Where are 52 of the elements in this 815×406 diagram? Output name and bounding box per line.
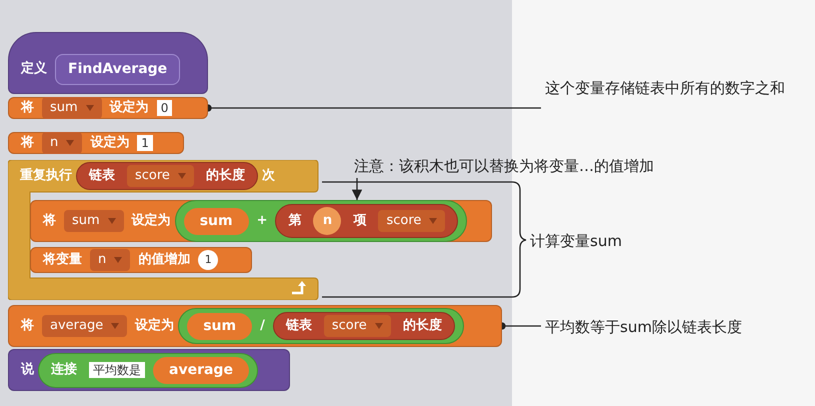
variable-dropdown: score [324,315,391,337]
annotation-text: 这个变量存储链表中所有的数字之和 [545,78,789,98]
block-label: 次 [260,167,276,186]
variable-dropdown: average [42,315,128,337]
block-label: 设定为 [89,134,130,152]
variable-reporter: average [153,356,249,384]
set-block [8,132,184,154]
block-label: 链表 [284,317,313,336]
block-label: 将 [20,99,35,118]
value-field: 平均数是 [89,362,145,378]
block-label: 项 [352,212,368,230]
block-label: 第 [287,212,302,230]
variable-dropdown: score [378,210,446,232]
value-field: 0 [156,100,172,116]
block-label: 链表 [88,167,116,186]
variable-dropdown: score [127,165,194,187]
block-label: 将变量 [42,250,83,270]
annotation-text: 计算变量sum [530,231,622,252]
variable-reporter: sum [184,208,249,234]
variable-dropdown: sum [64,210,124,232]
annotation-text: 注意：该积木也可以替换为将变量…的值增加 [354,156,754,176]
block-label: 的值增加 [137,251,192,270]
value-field: 1 [137,135,153,151]
variable-reporter: n [313,207,342,235]
annotation-text: 平均数等于sum除以链表长度 [545,317,805,337]
define-block [8,32,208,94]
block-label: 将 [20,134,35,152]
block-label: + [256,212,268,230]
block-label: 设定为 [108,98,150,118]
block-label: / [259,317,266,336]
change-block [30,247,252,273]
block-label: 定义 [20,60,48,78]
say-block [8,349,290,391]
block-label: 将 [20,317,35,336]
block-label: 设定为 [134,316,176,336]
block-label: 说 [20,361,35,380]
block-label: 的长度 [402,316,443,336]
set-block [8,305,502,347]
set-block [8,97,208,119]
variable-dropdown: n [42,132,82,154]
block-label: 设定为 [130,212,172,230]
variable-reporter: sum [187,312,252,340]
set-block [30,200,492,242]
variable-dropdown: sum [42,97,102,119]
block-label: 的长度 [204,166,246,186]
block-label: 将 [42,212,57,230]
procedure-name: FindAverage [55,54,180,84]
block-label: 连接 [50,360,78,380]
value-field: 1 [198,250,218,270]
variable-dropdown: n [90,249,130,271]
block-label: 重复执行 [19,166,73,186]
arrow [352,178,362,200]
